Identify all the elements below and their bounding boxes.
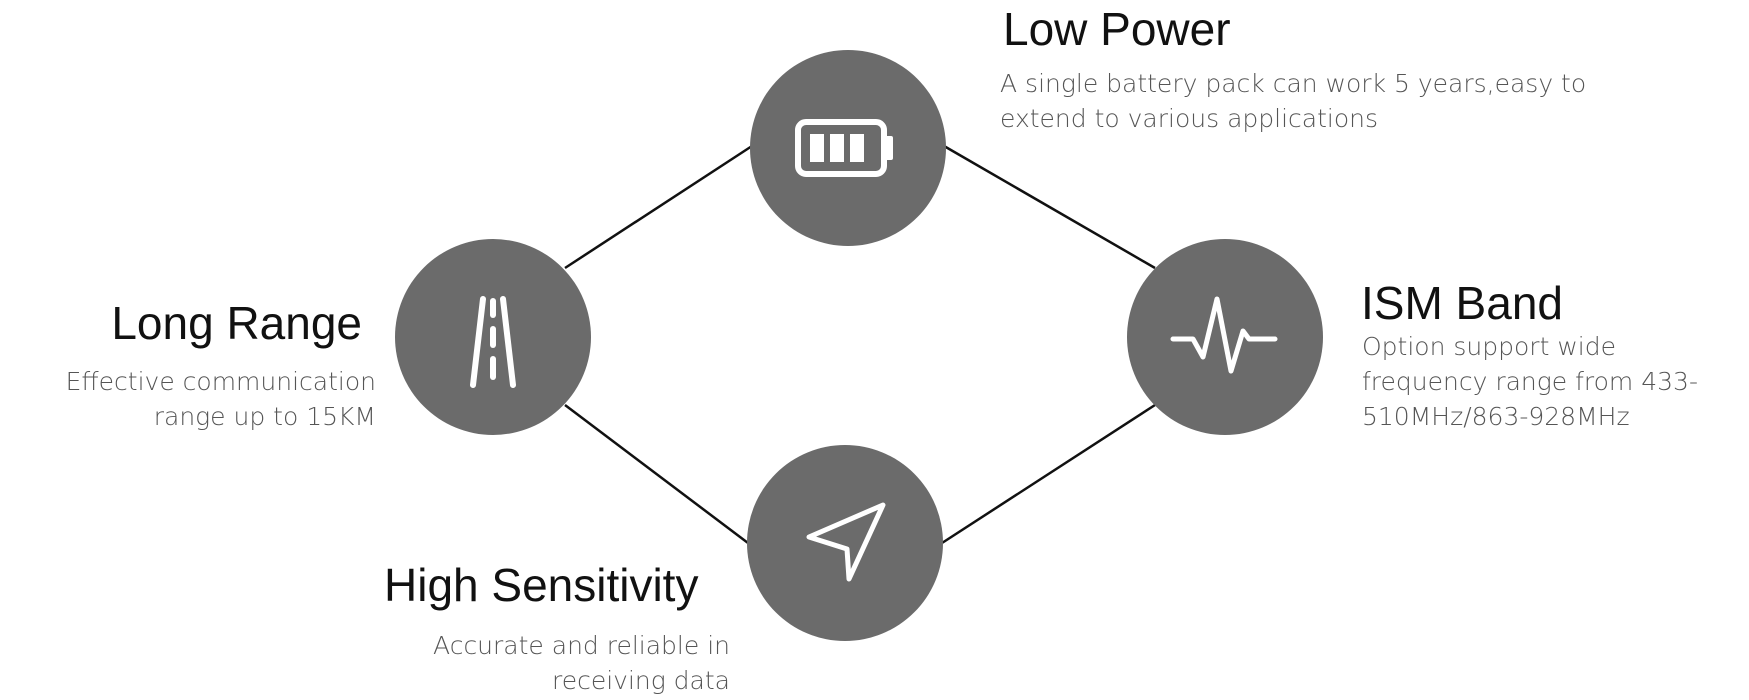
long-range-description: Effective communication range up to 15KM <box>65 367 376 431</box>
high-sensitivity-title: High Sensitivity <box>384 559 699 611</box>
low-power-description: A single battery pack can work 5 years,e… <box>1000 69 1587 133</box>
node-long-range <box>395 239 591 435</box>
node-ism-band <box>1127 239 1323 435</box>
node-low-power <box>750 50 946 246</box>
road-icon <box>470 296 516 388</box>
connector-high-sensitivity-to-ism-band <box>941 403 1156 545</box>
ism-band-title: ISM Band <box>1361 277 1563 329</box>
waveform-icon <box>1170 296 1278 374</box>
navigation-arrow-icon <box>806 502 886 582</box>
battery-icon <box>795 119 893 177</box>
connector-long-range-to-low-power <box>564 144 753 270</box>
long-range-title: Long Range <box>111 297 362 349</box>
high-sensitivity-description: Accurate and reliable in receiving data <box>433 631 730 695</box>
ism-band-description: Option support wide frequency range from… <box>1362 332 1698 431</box>
connector-long-range-to-high-sensitivity <box>564 404 749 544</box>
low-power-title: Low Power <box>1003 3 1231 55</box>
connector-low-power-to-ism-band <box>943 144 1156 270</box>
node-high-sensitivity <box>747 445 943 641</box>
